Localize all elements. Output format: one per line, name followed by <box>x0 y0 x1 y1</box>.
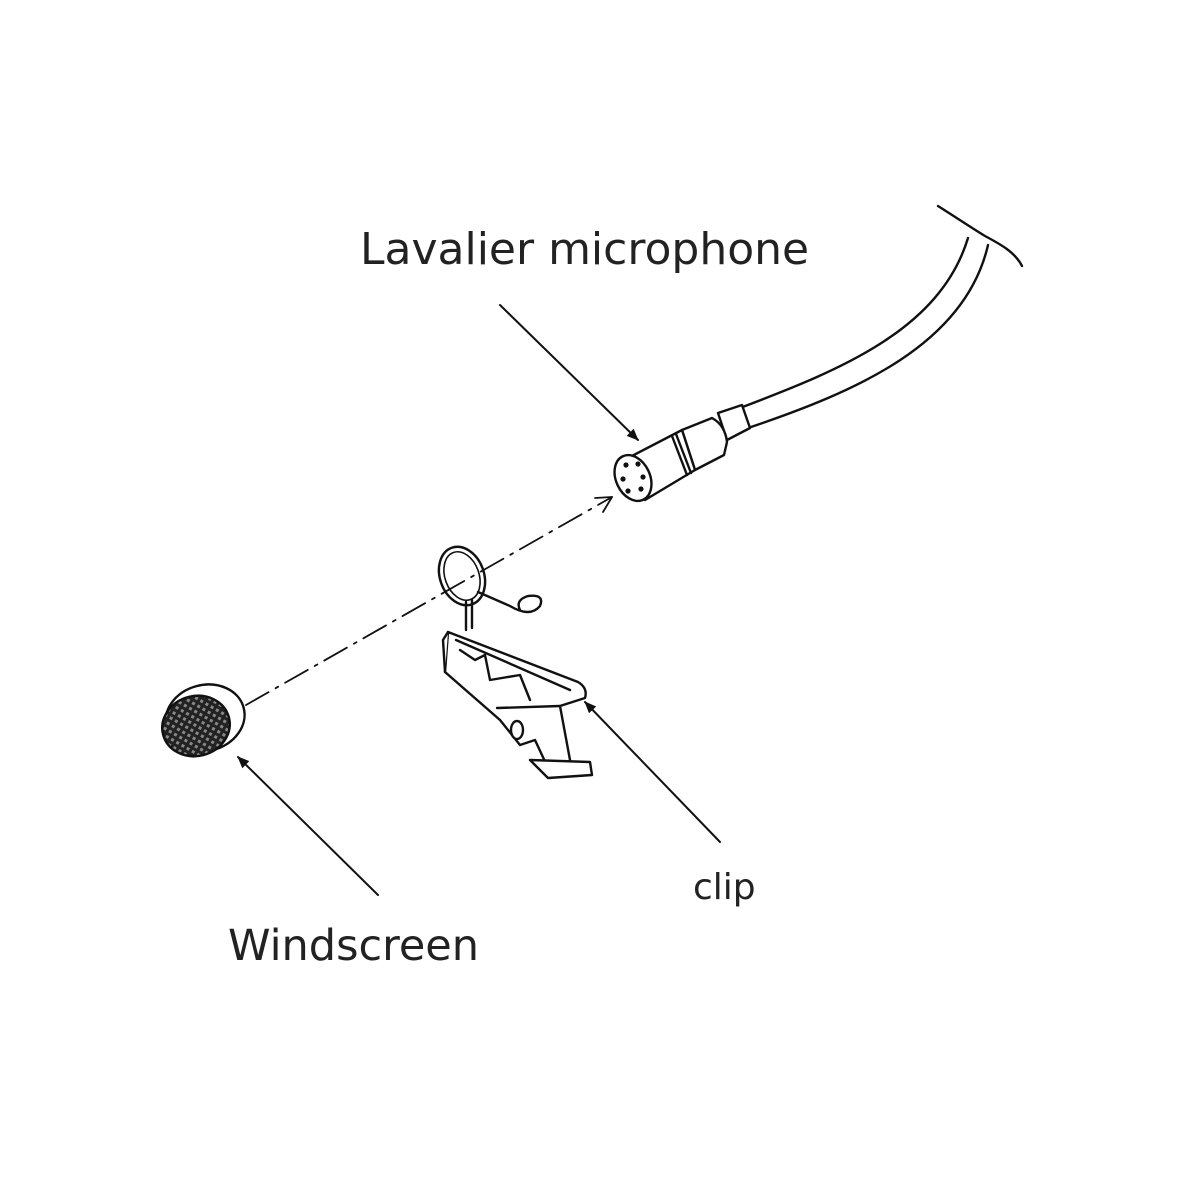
microphone-leader-arrow <box>499 304 639 441</box>
windscreen <box>161 683 246 758</box>
clip-ring <box>437 545 543 632</box>
windscreen-label: Windscreen <box>228 921 480 971</box>
clip-leader-arrow <box>584 701 721 843</box>
alignment-line <box>245 496 613 706</box>
lavalier-microphone <box>613 403 752 503</box>
microphone-label: Lavalier microphone <box>360 224 810 275</box>
tie-clip <box>441 630 594 780</box>
windscreen-leader-arrow <box>237 756 379 896</box>
microphone-cable <box>738 204 1024 430</box>
clip-label: clip <box>693 867 756 908</box>
microphone-holes <box>620 461 646 494</box>
